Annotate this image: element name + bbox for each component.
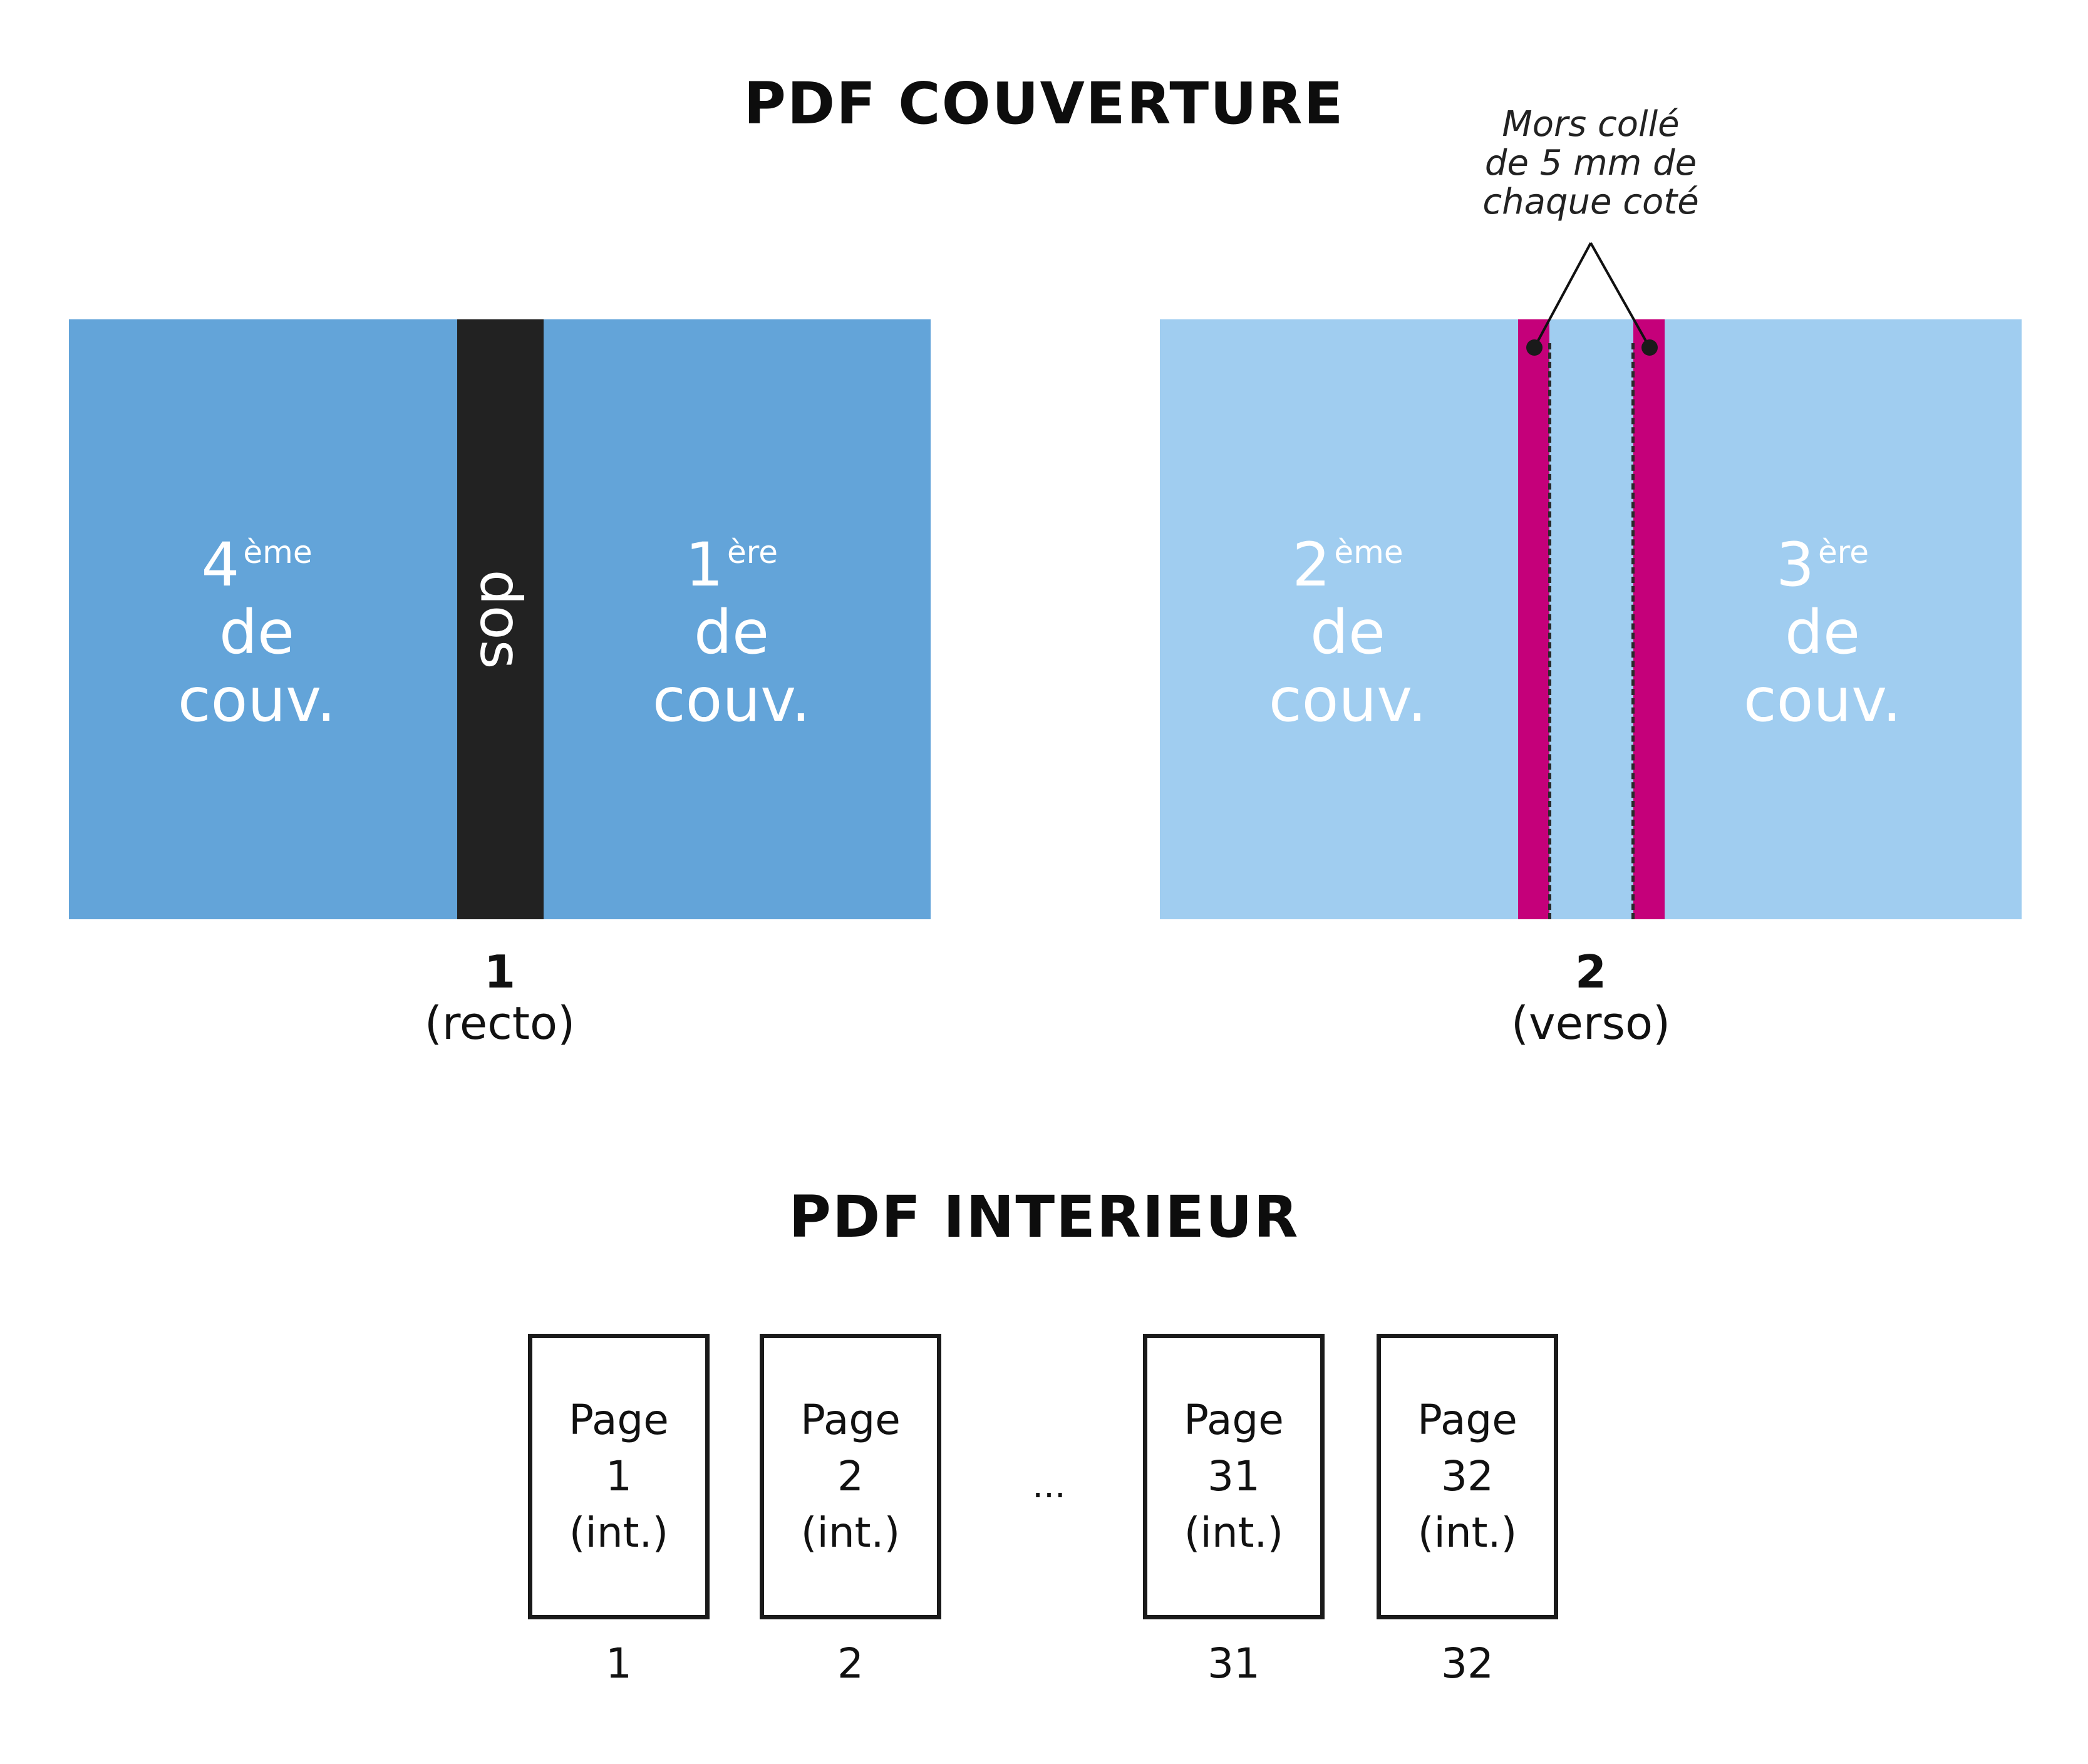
leader-dot-left bbox=[1526, 339, 1543, 356]
leader-line-left bbox=[1533, 242, 1592, 348]
left-hinge-dashed-line bbox=[1548, 343, 1551, 919]
interior-page-number-1: 1 bbox=[606, 1639, 632, 1688]
cover-heading: PDF COUVERTURE bbox=[743, 70, 1345, 137]
left-hinge-strip bbox=[1518, 319, 1549, 919]
leader-dot-right bbox=[1641, 339, 1658, 356]
verso-number: 2 bbox=[1574, 946, 1607, 998]
leader-line-right bbox=[1589, 242, 1651, 348]
interior-page-box-2: Page 2 (int.) bbox=[760, 1334, 941, 1619]
recto-number: 1 bbox=[483, 946, 516, 998]
interior-page-box-1: Page 1 (int.) bbox=[528, 1334, 710, 1619]
hinge-annotation: Mors collé de 5 mm de chaque coté bbox=[1482, 104, 1699, 222]
interior-ellipsis: ... bbox=[1032, 1465, 1066, 1506]
recto-spine: dos bbox=[457, 319, 544, 919]
interior-page-number-32: 32 bbox=[1441, 1639, 1494, 1688]
recto-label: (recto) bbox=[424, 997, 576, 1050]
right-hinge-dashed-line bbox=[1631, 343, 1635, 919]
interior-page-box-31: Page 31 (int.) bbox=[1143, 1334, 1325, 1619]
verso-label: (verso) bbox=[1511, 997, 1671, 1050]
right-hinge-strip bbox=[1633, 319, 1665, 919]
interior-page-number-2: 2 bbox=[837, 1639, 864, 1688]
interior-heading: PDF INTERIEUR bbox=[788, 1184, 1300, 1251]
interior-page-number-31: 31 bbox=[1207, 1639, 1260, 1688]
interior-page-box-32: Page 32 (int.) bbox=[1377, 1334, 1558, 1619]
